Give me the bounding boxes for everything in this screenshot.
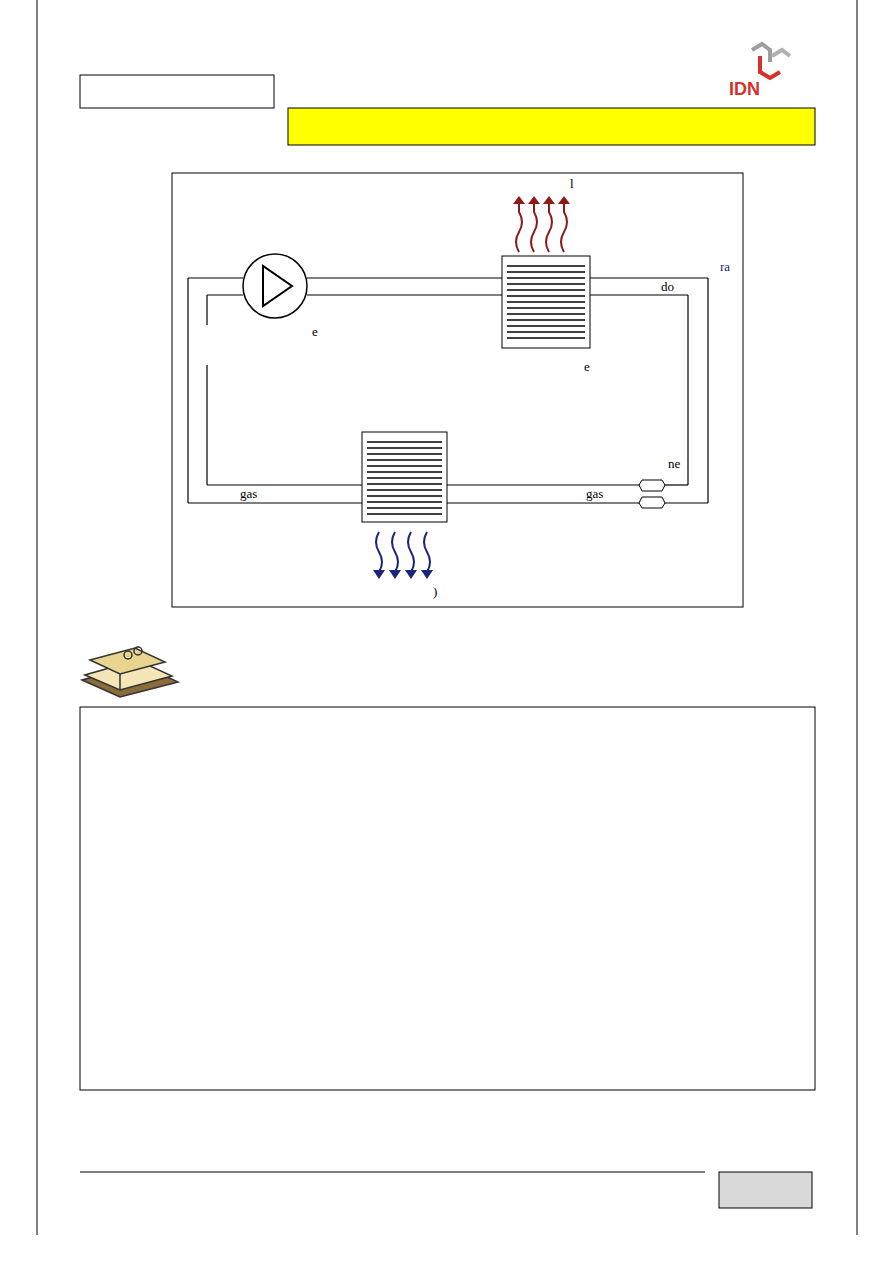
part-label: ra xyxy=(719,260,731,273)
logo-text: IDN xyxy=(728,80,761,98)
heat-label: ) xyxy=(432,585,438,598)
state-label: gas xyxy=(239,487,258,500)
part-label: e xyxy=(311,325,319,338)
part-label: do xyxy=(660,280,675,293)
part-label: e xyxy=(583,360,591,373)
heat-label: l xyxy=(569,177,575,190)
state-label: gas xyxy=(585,487,604,500)
part-label: ne xyxy=(667,457,681,470)
